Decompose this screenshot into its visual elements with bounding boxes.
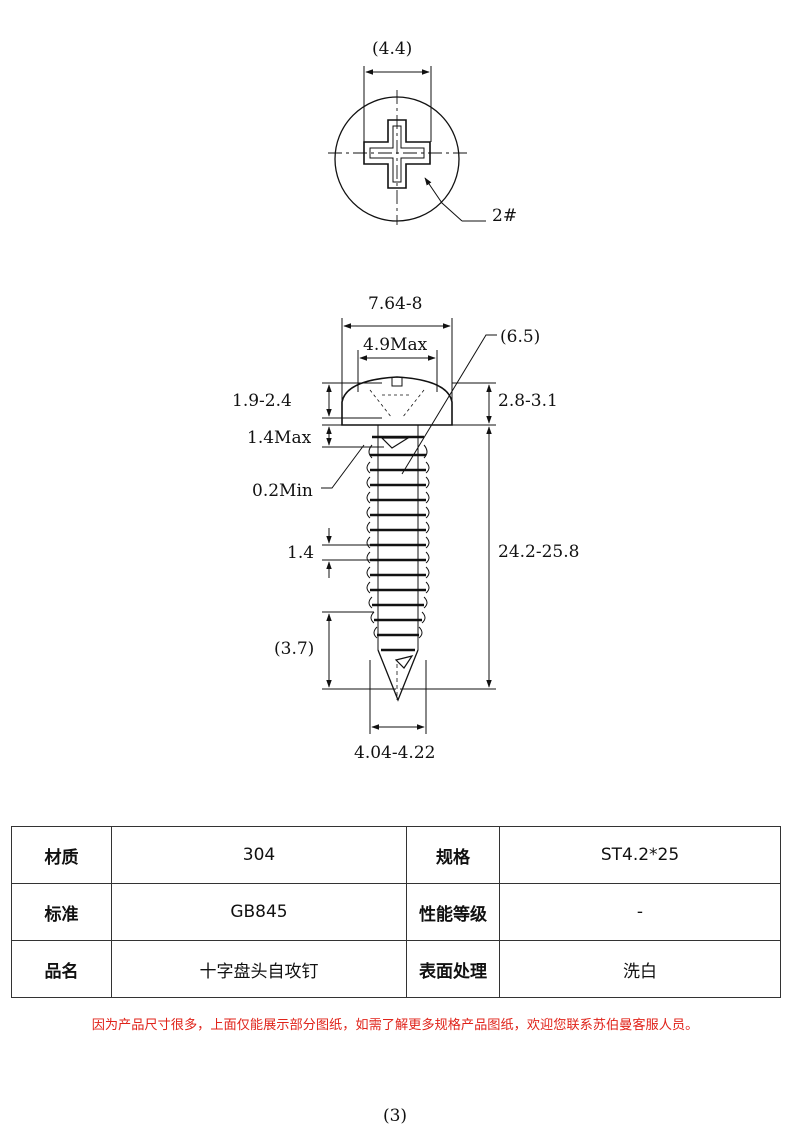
dim-recess-height: 1.9-2.4 xyxy=(232,391,292,411)
dim-thread-diameter: 4.04-4.22 xyxy=(354,743,435,763)
label-surface: 表面处理 xyxy=(406,940,500,998)
dim-head-diameter: 7.64-8 xyxy=(368,294,422,314)
dim-head-width: (4.4) xyxy=(372,39,412,59)
value-surface: 洗白 xyxy=(499,940,781,998)
dim-recess-size: 2# xyxy=(492,206,517,226)
side-view xyxy=(341,376,453,702)
value-standard: GB845 xyxy=(111,883,407,941)
label-standard: 标准 xyxy=(11,883,112,941)
label-grade: 性能等级 xyxy=(406,883,500,941)
value-material: 304 xyxy=(111,826,407,884)
dim-under-head: 1.4Max xyxy=(247,428,312,448)
thread-profile xyxy=(366,435,430,669)
dim-pitch: 1.4 xyxy=(287,543,314,563)
screw-tip xyxy=(377,649,419,702)
dim-total-length: 24.2-25.8 xyxy=(498,542,579,562)
page-number: (3) xyxy=(382,1106,408,1126)
side-dimensions xyxy=(321,318,497,734)
table-row: 材质 304 规格 ST4.2*25 xyxy=(11,826,781,884)
table-row: 品名 十字盘头自攻钉 表面处理 洗白 xyxy=(11,940,781,998)
label-material: 材质 xyxy=(11,826,112,884)
screw-head xyxy=(341,376,453,426)
cross-recess-inner xyxy=(369,125,425,183)
value-grade: - xyxy=(499,883,781,941)
value-product-name: 十字盘头自攻钉 xyxy=(111,940,407,998)
dim-recess-width: 4.9Max xyxy=(363,335,428,355)
dim-crest-flat: 0.2Min xyxy=(252,481,313,501)
value-spec: ST4.2*25 xyxy=(499,826,781,884)
dim-recess-depth: (6.5) xyxy=(500,327,540,347)
contact-note: 因为产品尺寸很多，上面仅能展示部分图纸，如需了解更多规格产品图纸，欢迎您联系苏伯… xyxy=(91,1018,699,1033)
dim-head-height: 2.8-3.1 xyxy=(498,391,558,411)
label-product-name: 品名 xyxy=(11,940,112,998)
spec-table: 材质 304 规格 ST4.2*25 标准 GB845 性能等级 - 品名 十字… xyxy=(11,826,781,998)
technical-drawing: (4.4) 2# xyxy=(232,39,579,763)
dim-point-length: (3.7) xyxy=(274,639,314,659)
table-row: 标准 GB845 性能等级 - xyxy=(11,883,781,941)
label-spec: 规格 xyxy=(406,826,500,884)
top-view xyxy=(328,66,486,225)
